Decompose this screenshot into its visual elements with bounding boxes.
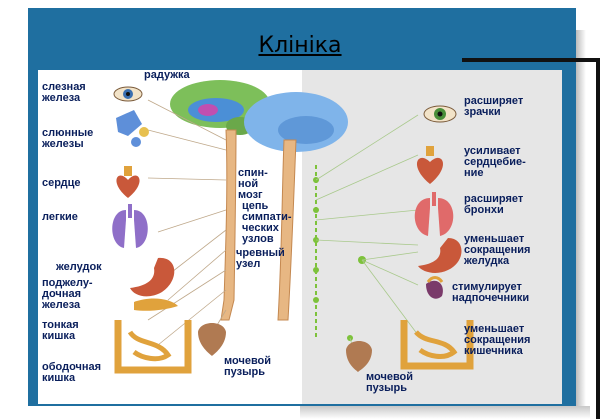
label-sympathetic-chain: цепь симпати- ческих узлов — [242, 200, 292, 245]
decorative-rule — [596, 58, 600, 419]
pancreas-icon — [134, 298, 178, 311]
eye-icon — [423, 105, 457, 123]
label-reduces-stomach-contractions: уменьшает сокращения желудка — [464, 233, 531, 267]
slide-shadow — [300, 406, 590, 419]
label-dilates-bronchi: расширяет бронхи — [464, 193, 524, 216]
lungs-icon — [414, 192, 454, 236]
label-stimulates-adrenals: стимулирует надпочечники — [452, 281, 530, 304]
label-iris: радужка — [144, 70, 190, 81]
adrenal-icon — [426, 276, 444, 299]
label-lungs: легкие — [42, 211, 78, 223]
label-celiac-ganglion: чревный узел — [236, 247, 285, 270]
label-stomach: желудок — [56, 261, 102, 273]
celiac-ganglion — [347, 256, 366, 341]
label-small-intestine: тонкая кишка — [42, 319, 79, 342]
right-brain — [244, 92, 348, 321]
intestine-icon — [114, 320, 192, 374]
label-lacrimal-gland: слезная железа — [42, 81, 86, 104]
label-bladder: мочевой пузырь — [224, 355, 272, 378]
decorative-rule — [462, 58, 600, 62]
sympathetic-chain — [313, 165, 319, 340]
diagram-illustration — [112, 80, 474, 374]
left-nerve-lines — [147, 99, 227, 346]
label-heart: сердце — [42, 177, 81, 189]
heart-icon — [416, 146, 444, 184]
lungs-icon — [112, 204, 148, 248]
stomach-icon — [418, 238, 462, 273]
bladder-icon — [346, 341, 372, 372]
label-bladder-right: мочевой пузырь — [366, 371, 414, 394]
slide-title: Клініка — [258, 33, 342, 58]
stomach-icon — [130, 257, 175, 297]
bladder-icon — [198, 323, 226, 356]
label-increases-heartbeat: усиливает сердцебие- ние — [464, 145, 526, 179]
salivary-glands-icon — [116, 110, 149, 147]
label-pancreas: поджелу- дочная железа — [42, 277, 93, 311]
heart-icon — [116, 166, 140, 198]
spinal-cord — [220, 129, 237, 321]
label-reduces-intestine-contractions: уменьшает сокращения кишечника — [464, 323, 531, 357]
slide-shadow — [576, 30, 586, 415]
label-spinal-cord: спин- ной мозг — [238, 167, 268, 201]
label-colon: ободочная кишка — [42, 361, 102, 384]
label-salivary-glands: слюнные железы — [42, 127, 94, 150]
label-dilates-pupils: расширяет зрачки — [464, 95, 524, 118]
nervous-system-diagram: радужка спин- ной мозг цепь симпати- чес… — [38, 70, 562, 404]
intestine-icon — [400, 320, 474, 370]
eye-icon — [113, 86, 143, 102]
right-nerve-lines — [315, 114, 419, 366]
